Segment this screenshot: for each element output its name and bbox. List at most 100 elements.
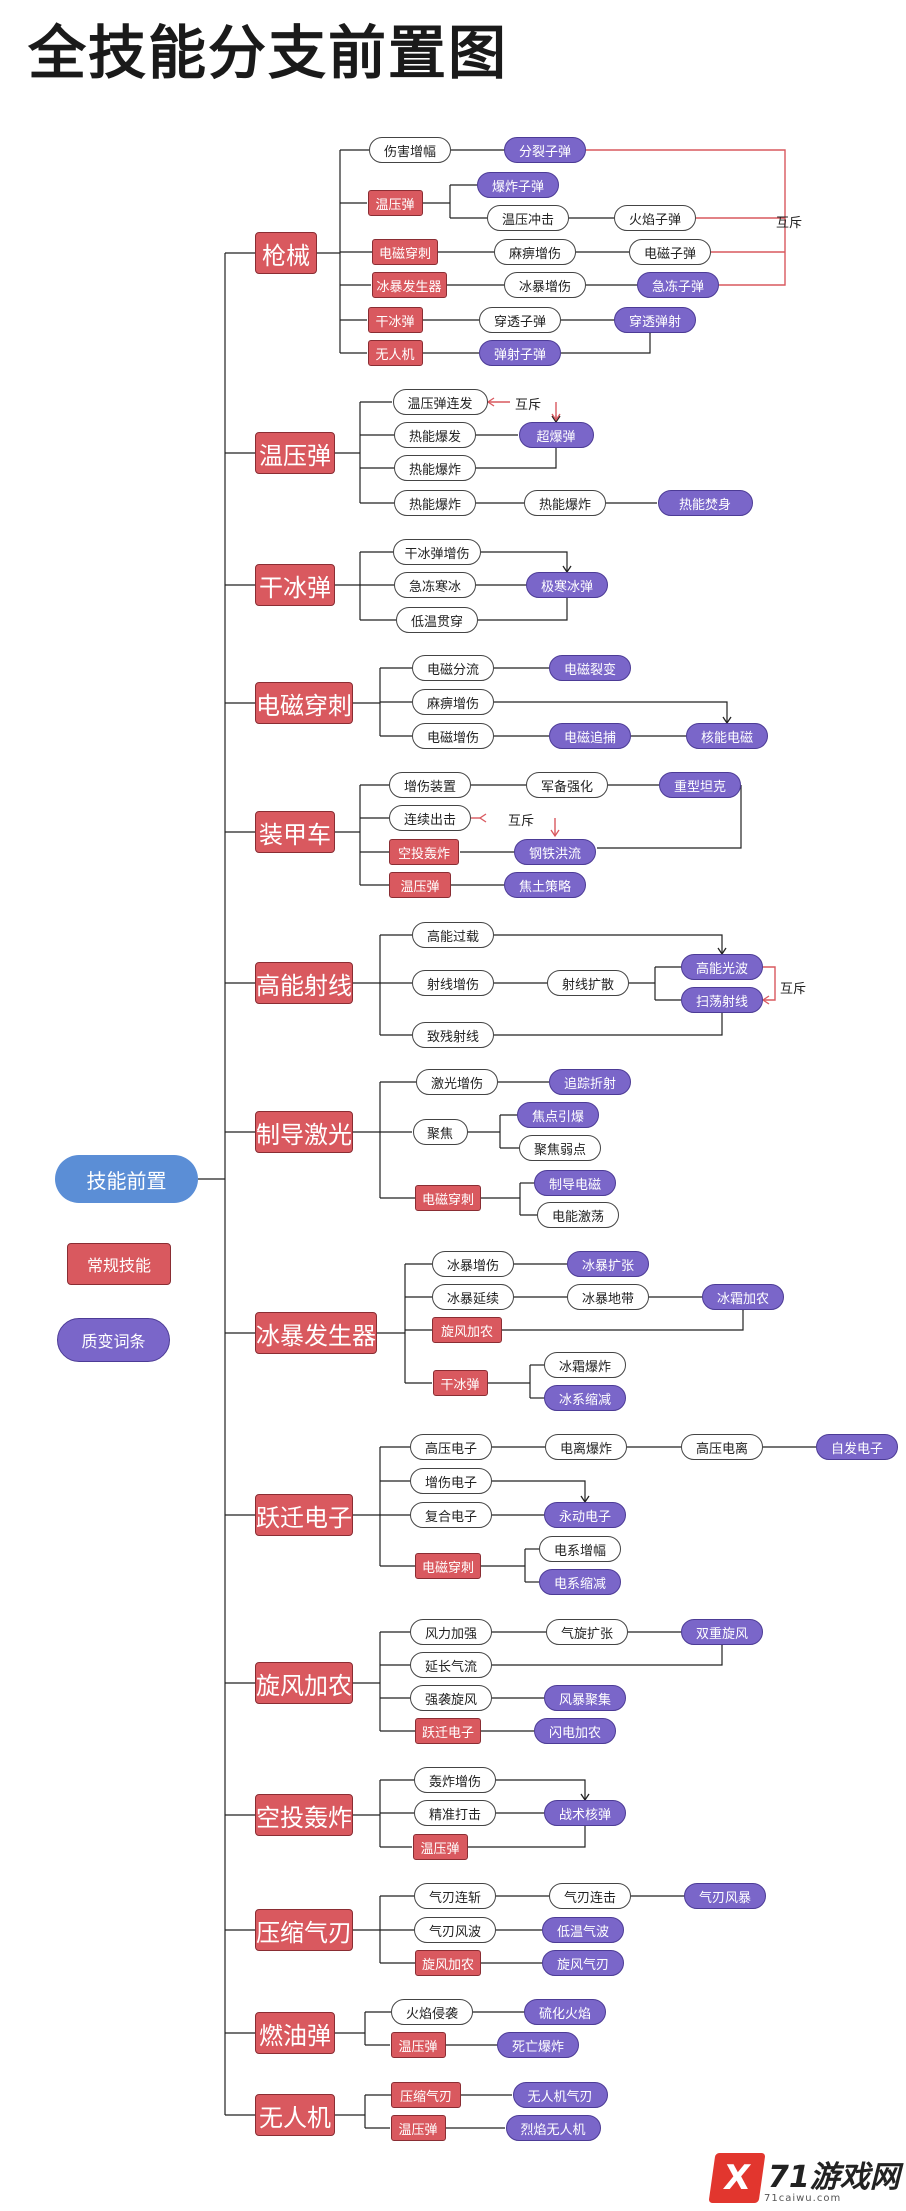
connector-line: [476, 448, 557, 469]
skill-node-e4: 电磁增伤: [412, 723, 494, 749]
skill-node-q5: 低温气波: [542, 1917, 624, 1943]
skill-node-w2: 气旋扩张: [546, 1619, 628, 1645]
skill-node-t6: 热能爆炸: [524, 490, 606, 516]
logo-text: 71游戏网: [768, 2160, 900, 2195]
category-c13: 燃油弹: [255, 2012, 335, 2054]
skill-node-t2: 热能爆发: [394, 422, 476, 448]
connector-line: [763, 966, 776, 1001]
skill-node-g3a: 电磁穿刺: [372, 239, 438, 265]
skill-node-w3: 双重旋风: [681, 1619, 763, 1645]
skill-node-j10: 电系缩减: [539, 1569, 621, 1595]
category-c14: 无人机: [255, 2094, 335, 2136]
skill-node-a3: 重型坦克: [659, 772, 741, 798]
skill-node-w8: 闪电加农: [534, 1718, 616, 1744]
skill-node-d3: 温压弹: [390, 2115, 446, 2141]
skill-node-j9: 电系增幅: [539, 1536, 621, 1562]
skill-node-j2: 电离爆炸: [545, 1434, 627, 1460]
connector-line: [494, 1013, 723, 1036]
skill-node-a6: 钢铁洪流: [514, 839, 596, 865]
connector-line: [550, 829, 560, 838]
skill-node-b3: 冰暴延续: [432, 1284, 514, 1310]
skill-node-w1: 风力加强: [410, 1619, 492, 1645]
category-c9: 跃迁电子: [255, 1494, 353, 1536]
skill-node-j5: 增伤电子: [410, 1468, 492, 1494]
legend-root: 技能前置: [55, 1155, 198, 1203]
connector-line: [496, 1779, 586, 1800]
category-c4: 电磁穿刺: [255, 682, 353, 724]
skill-node-j7: 永动电子: [544, 1502, 626, 1528]
skill-node-r3: 射线扩散: [547, 970, 629, 996]
category-c12: 压缩气刃: [255, 1909, 353, 1951]
skill-node-q7: 旋风气刃: [542, 1950, 624, 1976]
category-c2: 温压弹: [255, 432, 335, 474]
skill-node-l6: 电磁穿刺: [415, 1185, 481, 1211]
skill-node-t1: 温压弹连发: [392, 389, 488, 415]
skill-node-a4: 连续出击: [389, 805, 471, 831]
skill-node-g5a: 干冰弹: [367, 307, 423, 333]
skill-node-l5: 聚焦弱点: [519, 1135, 601, 1161]
skill-node-f2: 硫化火焰: [524, 1999, 606, 2025]
skill-node-g2d: 火焰子弹: [614, 205, 696, 231]
skill-node-d4: 烈焰无人机: [505, 2115, 601, 2141]
skill-node-k2: 精准打击: [414, 1800, 496, 1826]
skill-node-e1: 电磁分流: [412, 655, 494, 681]
category-c7: 制导激光: [255, 1111, 353, 1153]
connector-line: [492, 1645, 723, 1666]
skill-node-i1: 干冰弹增伤: [393, 539, 481, 565]
skill-node-g1a: 伤害增幅: [369, 137, 451, 163]
skill-node-g2b: 爆炸子弹: [477, 172, 559, 198]
skill-node-g3b: 麻痹增伤: [494, 239, 576, 265]
category-c1: 枪械: [255, 232, 317, 274]
skill-node-i2: 急冻寒冰: [394, 572, 476, 598]
category-c8: 冰暴发生器: [255, 1312, 377, 1354]
site-logo: X 71游戏网: [708, 2152, 902, 2204]
connector-line: [494, 701, 728, 723]
skill-node-d1: 压缩气刃: [391, 2082, 461, 2108]
skill-node-g1b: 分裂子弹: [504, 137, 586, 163]
skill-node-g6b: 弹射子弹: [479, 340, 561, 366]
skill-node-g5b: 穿透子弹: [479, 307, 561, 333]
skill-node-f3: 温压弹: [390, 2032, 446, 2058]
skill-node-b2: 冰暴扩张: [567, 1251, 649, 1277]
skill-node-l2: 追踪折射: [549, 1069, 631, 1095]
skill-node-l7: 制导电磁: [534, 1170, 616, 1196]
exclusive-label: 互斥: [508, 814, 535, 829]
skill-node-r2: 射线增伤: [412, 970, 494, 996]
skill-node-w7: 跃迁电子: [415, 1718, 481, 1744]
skill-node-f4: 死亡爆炸: [497, 2032, 579, 2058]
skill-node-a1: 增伤装置: [389, 772, 471, 798]
skill-node-b8: 冰霜爆炸: [544, 1352, 626, 1378]
skill-node-j3: 高压电离: [681, 1434, 763, 1460]
connector-line: [481, 551, 568, 572]
skill-node-i4: 低温贯穿: [396, 607, 478, 633]
connector-line: [486, 397, 495, 407]
skill-node-g4c: 急冻子弹: [637, 272, 719, 298]
skill-node-j4: 自发电子: [816, 1434, 898, 1460]
connector-line: [468, 1826, 586, 1848]
skill-node-w6: 风暴聚集: [544, 1685, 626, 1711]
skill-node-w5: 强袭旋风: [410, 1685, 492, 1711]
skill-node-a2: 军备强化: [526, 772, 608, 798]
connector-line: [551, 413, 561, 422]
skill-node-q6: 旋风加农: [415, 1950, 481, 1976]
skill-node-q3: 气刃风暴: [684, 1883, 766, 1909]
skill-node-b6: 旋风加农: [432, 1317, 502, 1343]
logo-x-icon: X: [708, 2153, 766, 2203]
skill-node-j1: 高压电子: [410, 1434, 492, 1460]
skill-node-q1: 气刃连斩: [414, 1883, 496, 1909]
category-c6: 高能射线: [255, 962, 353, 1004]
skill-node-g3c: 电磁子弹: [629, 239, 711, 265]
skill-node-a7: 温压弹: [389, 872, 451, 898]
connector-line: [502, 1310, 744, 1331]
exclusive-label: 互斥: [776, 216, 803, 231]
connector-line: [597, 785, 742, 849]
legend-quality-affix: 质变词条: [57, 1318, 170, 1362]
skill-node-r5: 扫荡射线: [681, 987, 763, 1013]
skill-node-w4: 延长气流: [410, 1652, 492, 1678]
skill-node-k1: 轰炸增伤: [414, 1767, 496, 1793]
skill-node-a5: 空投轰炸: [389, 839, 459, 865]
skill-node-j8: 电磁穿刺: [415, 1553, 481, 1579]
category-c10: 旋风加农: [255, 1662, 353, 1704]
skill-node-l3: 聚焦: [412, 1119, 468, 1145]
connector-line: [494, 934, 723, 954]
